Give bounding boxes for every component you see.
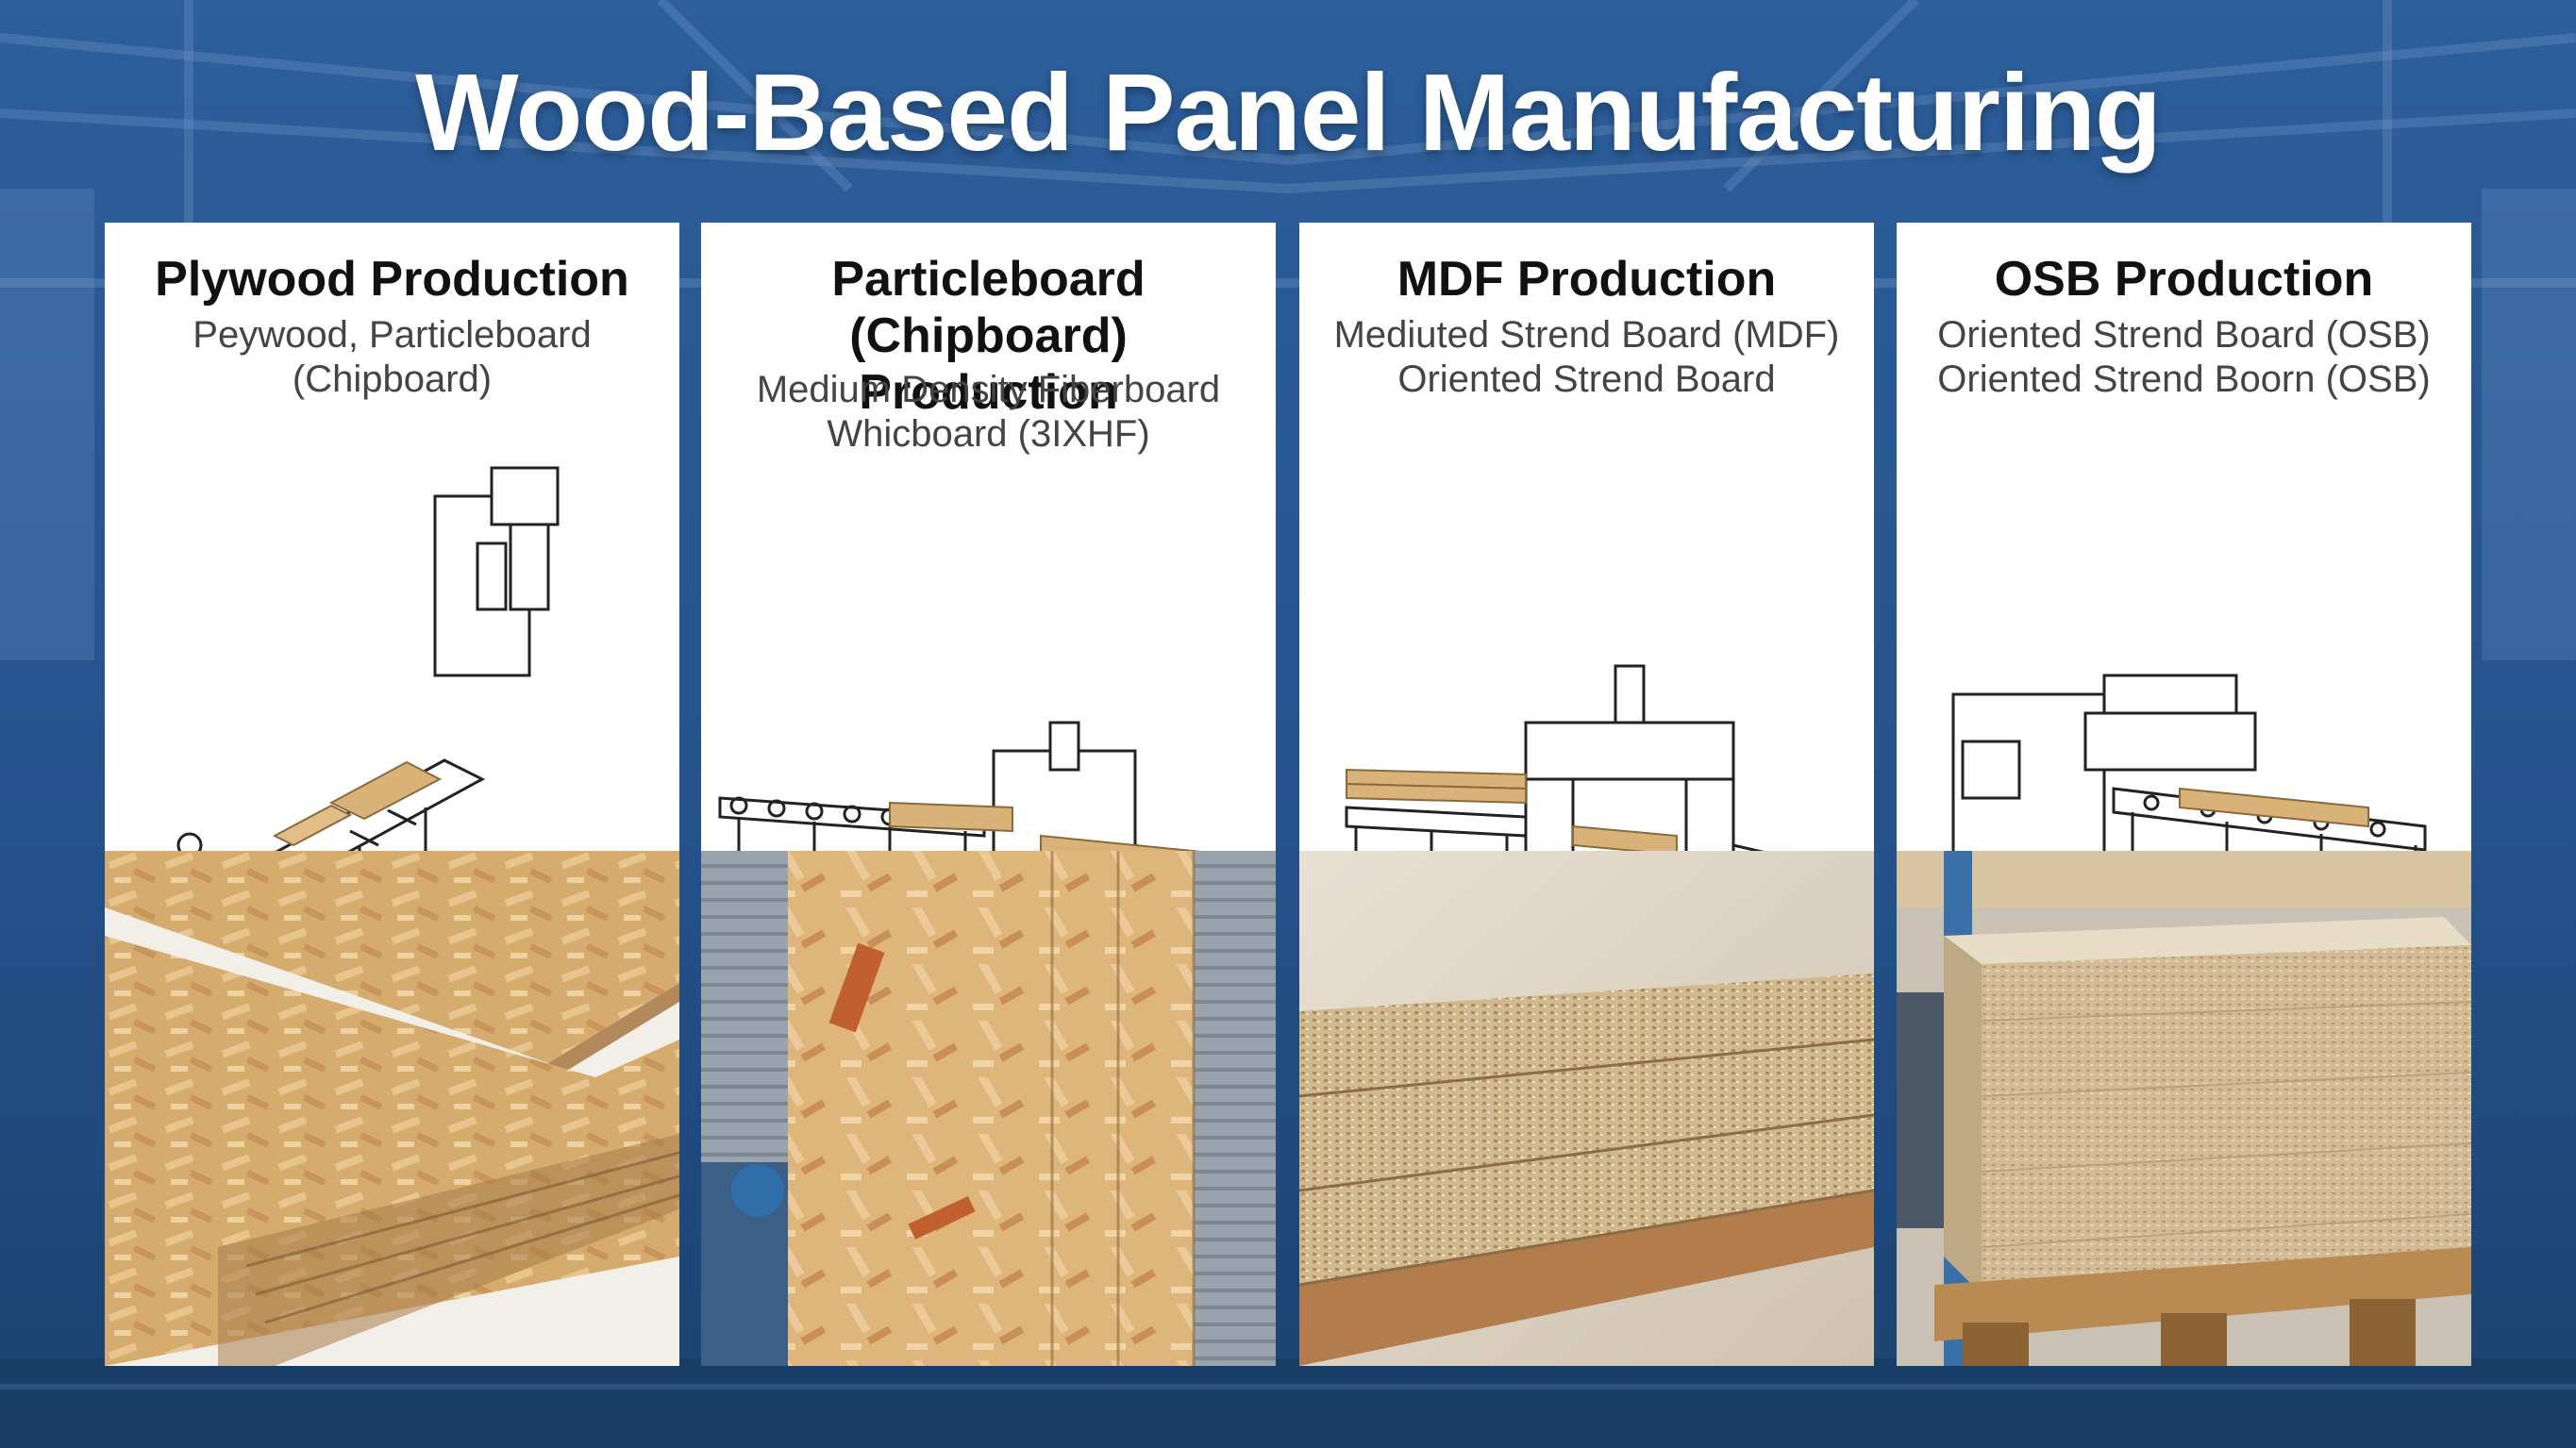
panel-mdf-production: MDF Production Mediuted Strend Board (MD… — [1299, 223, 1874, 1366]
panel-subtitle-line: Oriented Strend Boorn (OSB) — [1937, 358, 2431, 400]
panel-subtitle: Medium Density Fiberboard Whicboard (3IX… — [711, 368, 1266, 457]
panel-title: Particleboard (Chipboard) Production — [711, 251, 1266, 421]
panel-title-line: Particleboard (Chipboard) — [831, 252, 1146, 363]
osb-sheets-standing-photo — [701, 851, 1276, 1366]
panel-subtitle-line: Oriented Strend Board (OSB) — [1937, 314, 2431, 356]
panel-subtitle-line: (Chipboard) — [292, 358, 493, 400]
panel-title: MDF Production — [1309, 251, 1865, 308]
panel-title-line: Production — [859, 365, 1118, 420]
panel-title-line: Plywood Production — [155, 252, 629, 307]
mdf-stack-photo — [1299, 851, 1874, 1366]
panel-subtitle-line: Mediuted Strend Board (MDF) — [1333, 314, 1840, 356]
panel-pallet-photo — [1897, 851, 2471, 1366]
panel-title: Plywood Production — [114, 251, 670, 308]
panel-subtitle: Oriented Strend Board (OSB) Oriented Str… — [1906, 313, 2462, 402]
panel-subtitle: Peywood, Particleboard (Chipboard) — [114, 313, 670, 402]
panel-osb-production: OSB Production Oriented Strend Board (OS… — [1897, 223, 2471, 1366]
page-title: Wood-Based Panel Manufacturing — [415, 51, 2162, 174]
panel-particleboard-production: Particleboard (Chipboard) Production Med… — [701, 223, 1276, 1366]
panel-plywood-production: Plywood Production Peywood, Particleboar… — [105, 223, 679, 1366]
panel-subtitle-line: Whicboard (3IXHF) — [827, 413, 1150, 455]
panel-subtitle: Mediuted Strend Board (MDF) Oriented Str… — [1309, 313, 1865, 402]
panel-subtitle-line: Oriented Strend Board — [1397, 358, 1776, 400]
panel-title-line: OSB Production — [1994, 252, 2374, 307]
panel-title: OSB Production — [1906, 251, 2462, 308]
osb-stack-photo — [105, 851, 679, 1366]
panel-subtitle-line: Medium Density Fiberboard — [756, 369, 1221, 410]
panel-subtitle-line: Peywood, Particleboard — [192, 314, 592, 356]
panel-title-line: MDF Production — [1397, 252, 1777, 307]
